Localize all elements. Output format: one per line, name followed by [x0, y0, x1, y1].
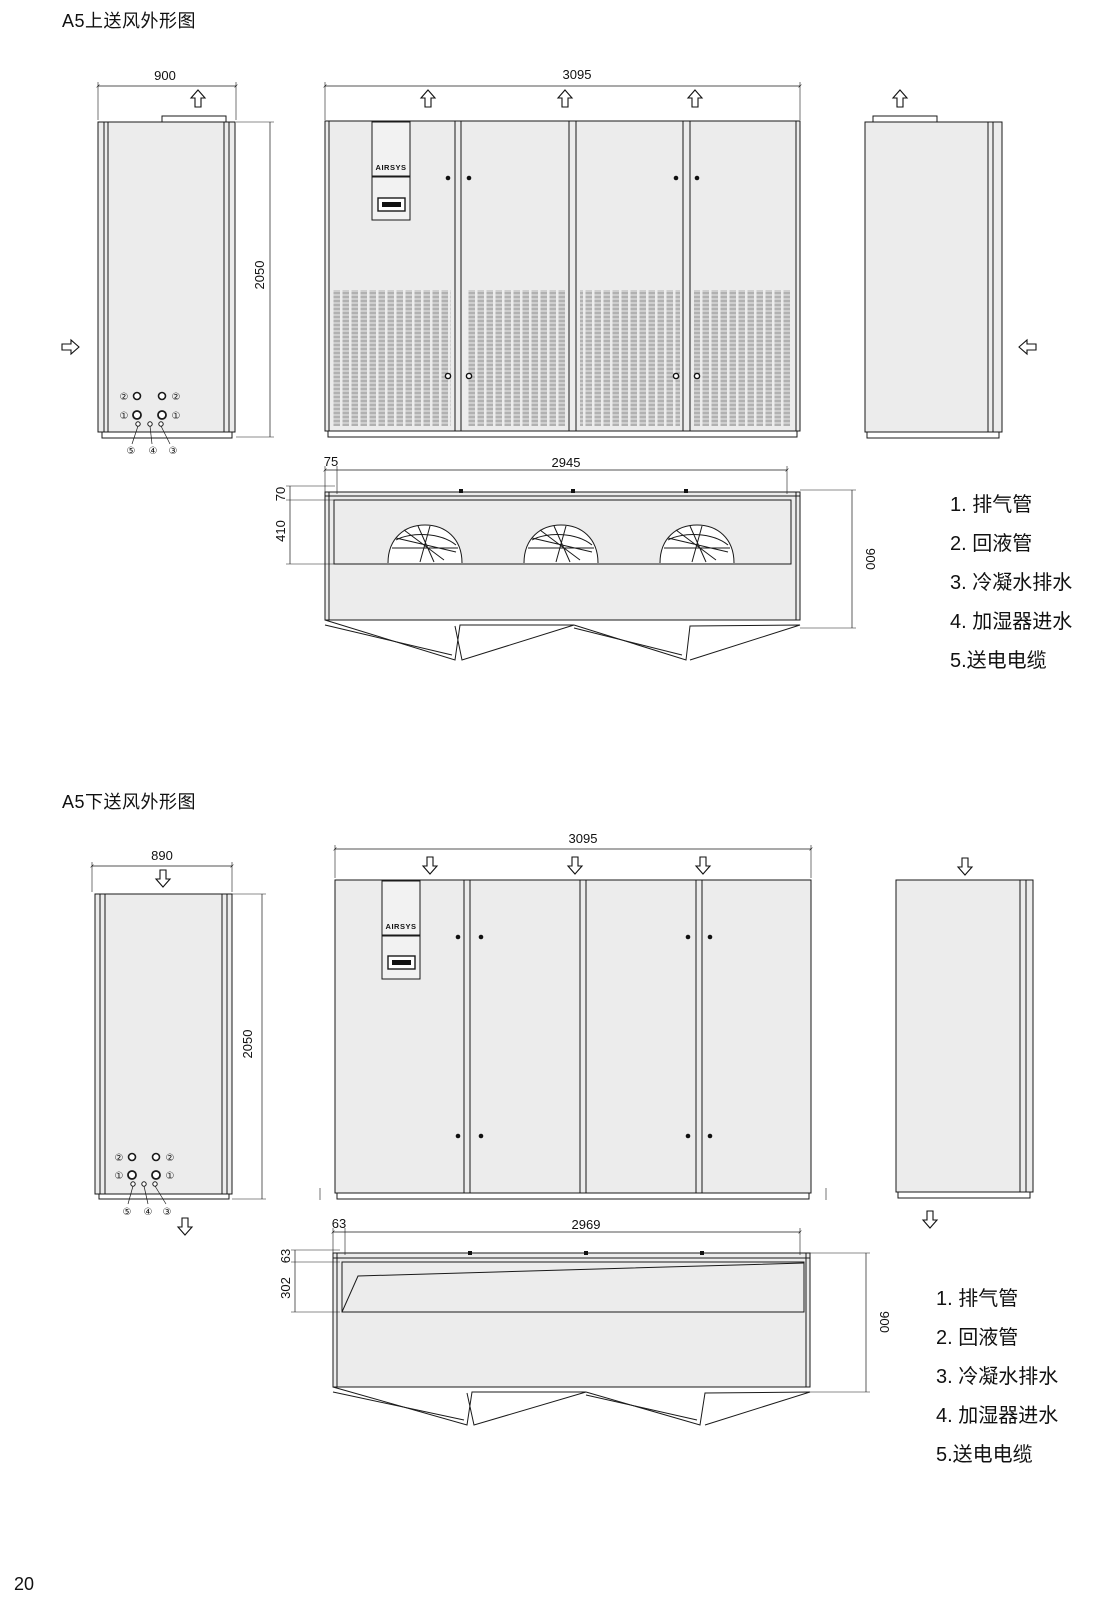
legend-item: 4. 加湿器进水	[950, 611, 1073, 633]
bottom-side-view-left	[94, 893, 233, 1205]
fan-3	[659, 524, 735, 564]
top-side-view-left	[97, 115, 236, 445]
conn-label-4-top: ④	[149, 446, 158, 457]
conn-label-1-left-bottom: ①	[115, 1171, 124, 1182]
dim-height-top: 2050	[252, 261, 267, 290]
dim-plan-top-margin-bottom: 63	[278, 1249, 293, 1263]
dim-front-width-top: 3095	[563, 67, 592, 82]
fan-2	[523, 524, 599, 564]
section-title-top: A5上送风外形图	[62, 11, 197, 31]
top-side-view-right	[864, 115, 1003, 439]
bottom-front-view	[334, 879, 812, 1200]
legend-item: 2. 回液管	[936, 1327, 1019, 1349]
legend-item: 5.送电电缆	[950, 650, 1047, 672]
dim-plan-fan-depth-top: 410	[273, 520, 288, 542]
fan-1	[387, 524, 463, 564]
legend-item: 4. 加湿器进水	[936, 1405, 1059, 1427]
conn-label-1-right-top: ①	[172, 411, 181, 422]
dim-plan-width-top: 2945	[552, 455, 581, 470]
conn-label-5-bottom: ⑤	[123, 1207, 132, 1218]
legend-item: 2. 回液管	[950, 533, 1033, 555]
conn-label-2-left-bottom: ②	[115, 1153, 124, 1164]
conn-label-2-right-bottom: ②	[166, 1153, 175, 1164]
dim-plan-fan-depth-bottom: 302	[278, 1277, 293, 1299]
legend-top: 1. 排气管 2. 回液管 3. 冷凝水排水 4. 加湿器进水 5.送电电缆	[950, 486, 1072, 681]
dim-height-bottom: 2050	[240, 1030, 255, 1059]
conn-label-3-top: ③	[169, 446, 178, 457]
dim-plan-offset-top: 75	[324, 454, 338, 469]
conn-label-2-left-top: ②	[120, 392, 129, 403]
section-title-bottom: A5下送风外形图	[62, 792, 197, 812]
legend-item: 5.送电电缆	[936, 1444, 1033, 1466]
dim-plan-width-bottom: 2969	[572, 1217, 601, 1232]
dim-side-width-top: 900	[154, 68, 176, 83]
airsys-logo-bottom: AIRSYS	[386, 922, 417, 931]
conn-label-5-top: ⑤	[127, 446, 136, 457]
dim-front-width-bottom: 3095	[569, 831, 598, 846]
legend-item: 1. 排气管	[936, 1288, 1019, 1310]
conn-label-1-right-bottom: ①	[166, 1171, 175, 1182]
dim-plan-offset-bottom: 63	[332, 1216, 346, 1231]
dim-plan-top-margin-top: 70	[273, 487, 288, 501]
legend-item: 1. 排气管	[950, 494, 1033, 516]
conn-label-4-bottom: ④	[144, 1207, 153, 1218]
legend-item: 3. 冷凝水排水	[950, 572, 1073, 594]
conn-label-3-bottom: ③	[163, 1207, 172, 1218]
dim-plan-depth-top: 900	[863, 548, 878, 570]
legend-bottom: 1. 排气管 2. 回液管 3. 冷凝水排水 4. 加湿器进水 5.送电电缆	[936, 1280, 1058, 1475]
dim-plan-depth-bottom: 900	[877, 1311, 892, 1333]
page-number: 20	[14, 1574, 35, 1594]
conn-label-2-right-top: ②	[172, 392, 181, 403]
top-front-view	[324, 120, 801, 438]
top-plan-view	[324, 489, 801, 661]
airsys-logo-top: AIRSYS	[376, 163, 407, 172]
legend-item: 3. 冷凝水排水	[936, 1366, 1059, 1388]
bottom-side-view-right	[895, 879, 1034, 1199]
conn-label-1-left-top: ①	[120, 411, 129, 422]
dim-side-width-bottom: 890	[151, 848, 173, 863]
bottom-plan-view	[332, 1251, 811, 1426]
